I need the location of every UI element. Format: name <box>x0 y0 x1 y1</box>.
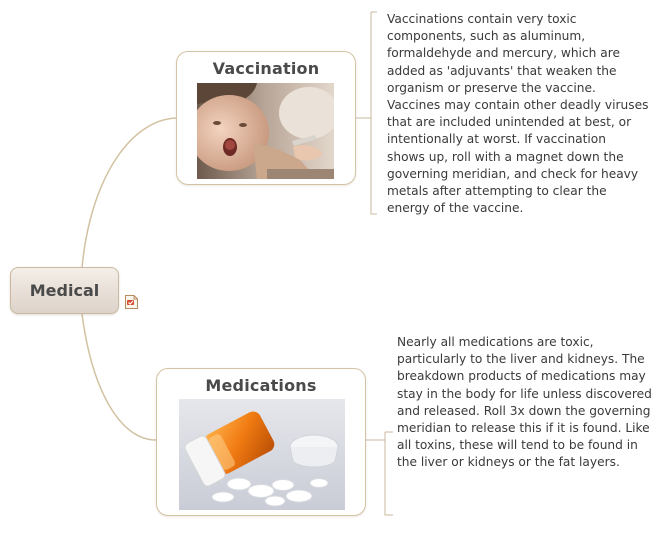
note-line: breakdown products of medications may <box>397 369 646 384</box>
topic-title-vaccination: Vaccination <box>212 59 320 78</box>
note-medications: Nearly all medications are toxic, partic… <box>397 334 652 472</box>
note-bracket-medications <box>366 431 393 516</box>
topic-node-vaccination[interactable]: Vaccination <box>176 51 356 185</box>
note-line: Vaccines may contain other deadly viruse… <box>387 98 649 113</box>
note-attachment-icon[interactable] <box>124 294 139 310</box>
note-line: the liver or kidneys or the fat layers. <box>397 455 620 470</box>
note-bracket-vaccination <box>356 11 377 215</box>
note-line: intentionally at worst. If vaccination <box>387 132 606 147</box>
pill-bottle-and-tablets-photo <box>179 399 345 510</box>
note-vaccination: Vaccinations contain very toxic componen… <box>387 11 648 217</box>
note-line: added as 'adjuvants' that weaken the <box>387 63 617 78</box>
note-line: and released. Roll 3x down the governing <box>397 403 651 418</box>
note-line: organism or preserve the vaccine. <box>387 80 596 95</box>
connector-medical-to-vaccination <box>81 117 177 269</box>
child-receiving-vaccination-photo <box>197 83 334 179</box>
root-topic-medical[interactable]: Medical <box>10 267 119 314</box>
note-line: metals after attempting to clear the <box>387 184 607 199</box>
note-line: all toxins, these will tend to be found … <box>397 438 638 453</box>
note-line: meridian to release this if it is found.… <box>397 421 650 436</box>
topic-title-medications: Medications <box>205 376 317 395</box>
note-line: stay in the body for life unless discove… <box>397 386 652 401</box>
note-line: formaldehyde and mercury, which are <box>387 46 620 61</box>
note-line: governing meridian, and check for heavy <box>387 166 639 181</box>
connector-medical-to-medications <box>81 313 157 441</box>
note-line: that are included unintended at best, or <box>387 115 632 130</box>
note-line: shows up, roll with a magnet down the <box>387 149 624 164</box>
note-line: components, such as aluminum, <box>387 29 586 44</box>
note-line: Vaccinations contain very toxic <box>387 12 577 26</box>
note-line: Nearly all medications are toxic, <box>397 335 594 349</box>
note-line: energy of the vaccine. <box>387 201 524 216</box>
root-topic-label: Medical <box>29 281 100 300</box>
topic-node-medications[interactable]: Medications <box>156 368 366 516</box>
note-line: particularly to the liver and kidneys. T… <box>397 352 645 367</box>
